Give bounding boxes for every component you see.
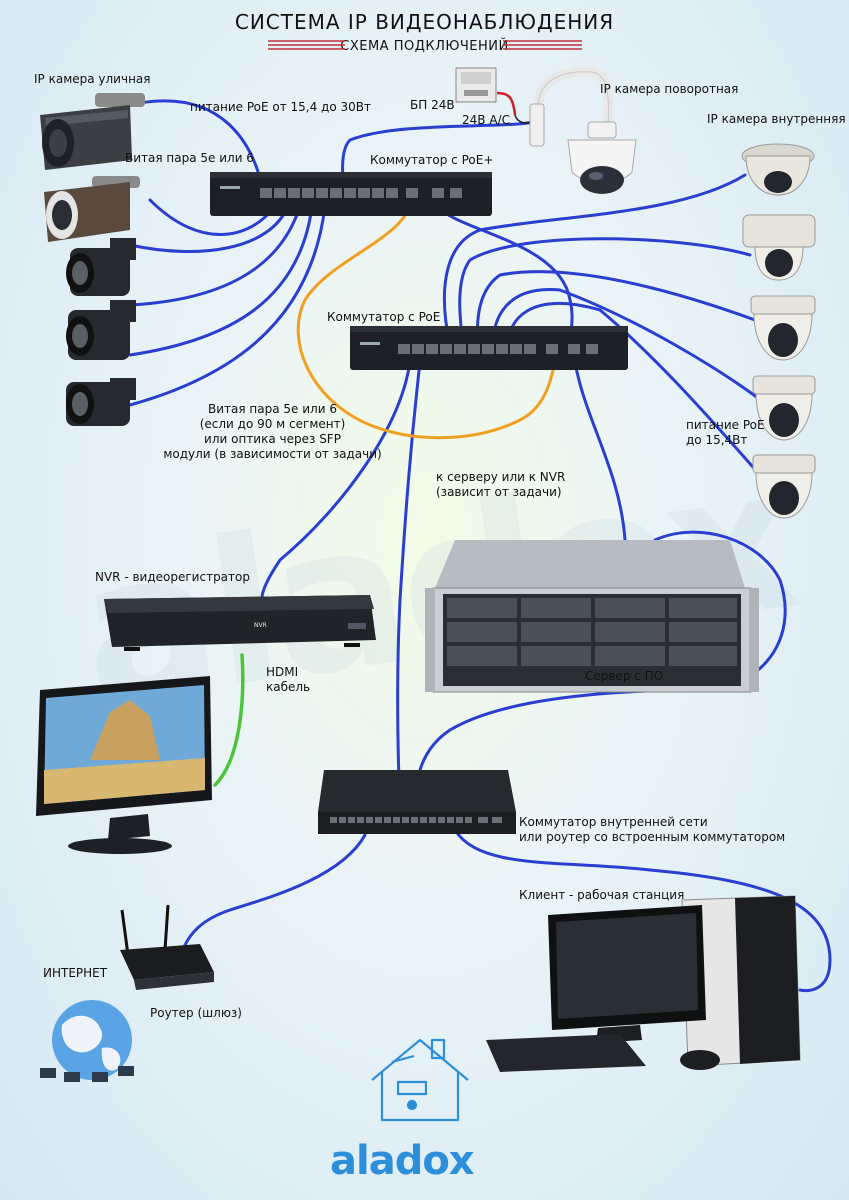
bullet-camera-4 <box>66 300 136 360</box>
label-nvr: NVR - видеорегистратор <box>95 570 250 584</box>
label-lan-switch: Коммутатор внутренней сети или роутер со… <box>519 815 785 845</box>
label-poe-power-15w: питание PoE до 15,4Вт <box>686 418 765 448</box>
poe-switch-icon <box>350 326 628 370</box>
label-hdmi: HDMI кабель <box>266 665 310 695</box>
label-router: Роутер (шлюз) <box>150 1006 242 1020</box>
dome-camera-2 <box>742 214 816 281</box>
uplink-cables <box>296 203 557 440</box>
brand-logo-text: aladox <box>330 1138 475 1184</box>
label-ac-24v: 24В A/C <box>462 113 510 127</box>
power-cable <box>496 91 517 116</box>
label-hdmi-line1: HDMI <box>266 665 299 679</box>
hdmi-cable <box>213 653 245 787</box>
page-subtitle: СХЕМА ПОДКЛЮЧЕНИЙ <box>340 39 509 54</box>
nvr-icon: NVR <box>104 595 376 651</box>
bullet-camera-5 <box>66 378 136 426</box>
ptz-camera-icon <box>529 66 637 194</box>
monitor-icon <box>36 676 212 854</box>
label-poe-power-15w-line1: питание PoE <box>686 418 765 432</box>
label-poe-power-30w: питание PoE от 15,4 до 30Вт <box>190 100 372 114</box>
power-supply-icon <box>455 67 497 103</box>
label-server: Сервер с ПО <box>585 669 664 683</box>
rack-server-icon <box>425 540 759 693</box>
bullet-camera-1 <box>40 93 145 170</box>
workstation-icon <box>486 895 801 1072</box>
page-title: СИСТЕМА IP ВИДЕОНАБЛЮДЕНИЯ <box>234 10 615 34</box>
label-lan-switch-line1: Коммутатор внутренней сети <box>519 815 708 829</box>
label-ip-camera-indoor: IP камера внутренняя <box>707 112 846 126</box>
label-lan-switch-line2: или роутер со встроенным коммутатором <box>519 830 786 844</box>
label-ip-camera-ptz: IP камера поворотная <box>600 82 739 96</box>
dome-camera-4 <box>752 375 816 441</box>
label-client: Клиент - рабочая станция <box>519 888 685 902</box>
poe-plus-switch-icon <box>210 172 492 216</box>
nvr-panel-text: NVR <box>254 622 267 629</box>
title-rules <box>268 40 582 50</box>
label-hdmi-line2: кабель <box>266 680 311 694</box>
label-twisted-pair: Витая пара 5е или 6 <box>125 151 254 165</box>
label-uplink-line3: или оптика через SFP <box>204 432 341 446</box>
label-uplink: Витая пара 5е или 6 (если до 90 м сегмен… <box>150 402 395 462</box>
label-switch-poe: Коммутатор с PoE <box>327 310 441 324</box>
label-to-server-line1: к серверу или к NVR <box>436 470 566 484</box>
label-psu-24v: БП 24В <box>410 98 455 112</box>
label-poe-power-15w-line2: до 15,4Вт <box>686 433 748 447</box>
internet-globe-icon <box>40 1000 134 1082</box>
bullet-camera-3 <box>66 238 136 296</box>
bullet-camera-2 <box>44 176 140 242</box>
dome-camera-5 <box>752 454 816 519</box>
label-uplink-line1: Витая пара 5е или 6 <box>208 402 337 416</box>
dome-camera-3 <box>750 295 816 361</box>
label-uplink-line2: (если до 90 м сегмент) <box>199 417 346 431</box>
label-uplink-line4: модули (в зависимости от задачи) <box>163 447 382 461</box>
lan-switch-icon <box>318 770 516 834</box>
label-internet: ИНТЕРНЕТ <box>43 966 108 980</box>
house-logo-icon <box>371 1038 469 1122</box>
label-ip-camera-outdoor: IP камера уличная <box>34 72 151 86</box>
dome-camera-1 <box>741 143 815 196</box>
wifi-router-icon <box>120 904 214 990</box>
label-switch-poe-plus: Коммутатор с PoE+ <box>370 153 494 167</box>
label-to-server-line2: (зависит от задачи) <box>436 485 562 499</box>
label-to-server: к серверу или к NVR (зависит от задачи) <box>436 470 565 500</box>
